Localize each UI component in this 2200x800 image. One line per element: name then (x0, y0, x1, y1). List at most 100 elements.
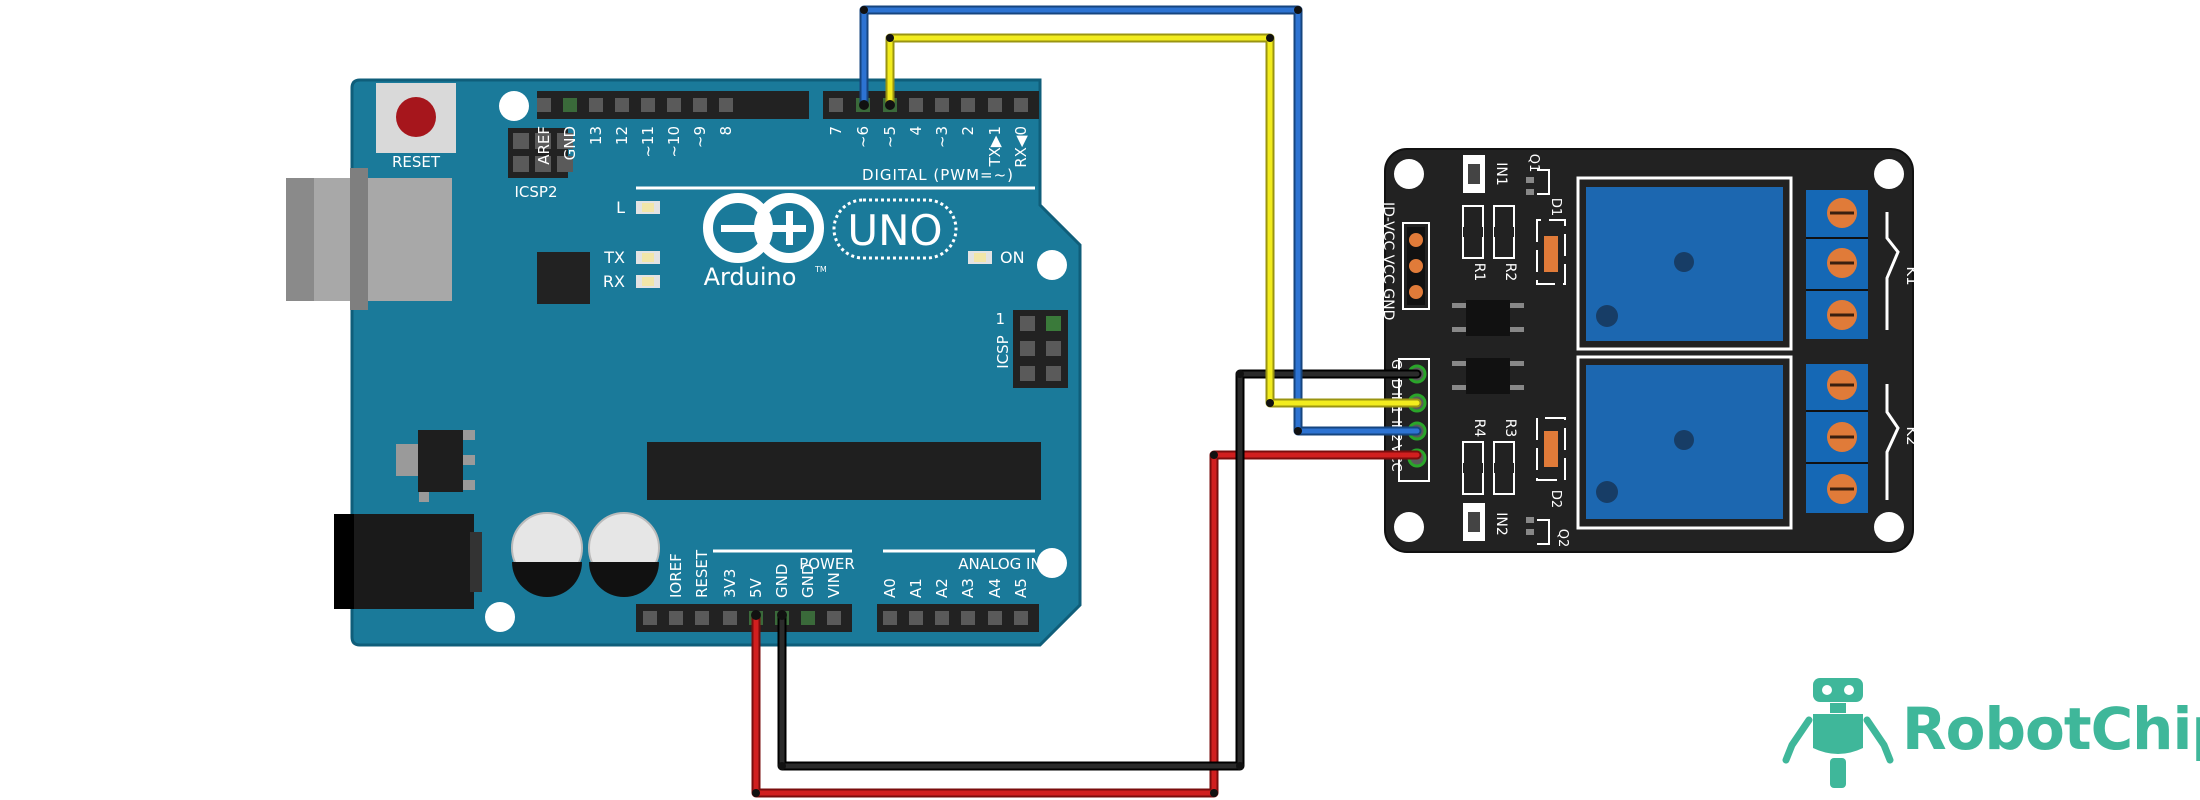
power-pin-gnd[interactable] (801, 611, 815, 625)
svg-text:IN2: IN2 (1493, 512, 1509, 536)
svg-text:D1: D1 (1548, 198, 1563, 216)
power-pin-label: 5V (747, 577, 765, 598)
svg-text:1: 1 (995, 310, 1005, 328)
digital-pin-label: TX▶1 (986, 126, 1004, 168)
analog-pin-label: A4 (986, 578, 1004, 598)
digital-pin-label: ~3 (933, 126, 951, 148)
voltage-regulator (418, 430, 463, 492)
digital-pin-2[interactable] (961, 98, 975, 112)
reset-button-cap[interactable] (396, 97, 436, 137)
jd-vcc-header (1402, 222, 1430, 310)
power-pin-label: IOREF (667, 553, 685, 598)
svg-text:Q2: Q2 (1555, 529, 1570, 548)
svg-text:R1: R1 (1471, 263, 1487, 282)
arduino-uno-board: RESET ICSP2 (286, 78, 1082, 647)
digital-pin-gnd[interactable] (563, 98, 577, 112)
svg-text:RX: RX (603, 272, 625, 291)
reset-label: RESET (392, 153, 441, 171)
svg-text:R3: R3 (1502, 419, 1518, 438)
digital-pin-label: RX◀0 (1012, 126, 1030, 168)
analog-pin-a1[interactable] (909, 611, 923, 625)
mounting-hole (1037, 548, 1067, 578)
analog-pin-a4[interactable] (988, 611, 1002, 625)
digital-pin-label: 12 (613, 126, 631, 145)
svg-text:ICSP: ICSP (994, 335, 1012, 368)
transistor-q2: Q2 (1526, 517, 1570, 547)
digital-pin-9[interactable] (693, 98, 707, 112)
screw-terminal-k1 (1806, 190, 1868, 339)
trademark: TM (814, 265, 827, 274)
k1-label: K1 (1903, 266, 1921, 285)
relay-k1 (1576, 176, 1793, 351)
uno-logo: UNO (832, 198, 958, 260)
digital-pin-label: 2 (959, 126, 977, 136)
optocoupler (1452, 300, 1524, 336)
digital-pin-8[interactable] (719, 98, 733, 112)
digital-pin-13[interactable] (589, 98, 603, 112)
arduino-brand: Arduino (704, 263, 797, 291)
capacitor (588, 512, 660, 597)
mounting-hole (499, 91, 529, 121)
power-pin-label: GND (773, 564, 791, 598)
analog-header (877, 604, 1039, 632)
screw-terminal-k2 (1806, 364, 1868, 513)
digital-pin-rx-0[interactable] (1014, 98, 1028, 112)
power-pin-label: RESET (693, 549, 711, 598)
icsp2-header: ICSP2 (508, 128, 573, 201)
atmega-microcontroller (647, 442, 1041, 500)
svg-text:L: L (616, 198, 625, 217)
analog-pin-label: A2 (933, 578, 951, 598)
digital-pin-label: AREF (535, 126, 553, 165)
svg-text:TX: TX (603, 248, 625, 267)
power-pin-nc[interactable] (643, 611, 657, 625)
power-header-label: POWER (799, 555, 855, 573)
analog-pin-a2[interactable] (935, 611, 949, 625)
analog-pin-a0[interactable] (883, 611, 897, 625)
power-pin-3v3[interactable] (723, 611, 737, 625)
power-pin-reset[interactable] (695, 611, 709, 625)
led-rx: RX (603, 272, 660, 291)
relay-k2 (1576, 355, 1793, 530)
analog-pin-label: A1 (907, 578, 925, 598)
power-pin-ioref[interactable] (669, 611, 683, 625)
svg-text:ON: ON (1000, 248, 1025, 267)
robotchip-logo-text: RobotChip (1902, 695, 2200, 763)
digital-pin-12[interactable] (615, 98, 629, 112)
mounting-hole (1037, 250, 1067, 280)
diode-d1: D1 (1536, 198, 1566, 285)
analog-pin-a3[interactable] (961, 611, 975, 625)
digital-pin-11[interactable] (641, 98, 655, 112)
digital-pin-label: 4 (907, 126, 925, 136)
digital-pin-label: 13 (587, 126, 605, 145)
digital-pin-label: ~10 (665, 126, 683, 158)
dc-power-jack (334, 514, 474, 609)
digital-pin-label: ~9 (691, 126, 709, 148)
power-pin-label: VIN (825, 572, 843, 598)
in2-led: IN2 (1463, 503, 1509, 541)
digital-pin-3[interactable] (935, 98, 949, 112)
digital-pin-tx-1[interactable] (988, 98, 1002, 112)
svg-text:Q1: Q1 (1526, 154, 1541, 173)
led-l: L (616, 198, 660, 217)
digital-pin-4[interactable] (909, 98, 923, 112)
analog-pin-label: A0 (881, 578, 899, 598)
analog-pin-a5[interactable] (1014, 611, 1028, 625)
diode-d2: D2 (1536, 417, 1566, 508)
power-pin-vin[interactable] (827, 611, 841, 625)
mounting-hole (485, 602, 515, 632)
relay-power-pin-labels: JD-VCC VCC GND (1380, 201, 1396, 320)
digital-pin-label: ~5 (881, 126, 899, 148)
digital-pin-label: ~6 (854, 126, 872, 148)
digital-pin-10[interactable] (667, 98, 681, 112)
wires (751, 5, 1422, 798)
transistor-q1: Q1 (1526, 154, 1550, 195)
mounting-hole (1874, 159, 1904, 189)
led-on: ON (968, 248, 1025, 267)
digital-pin-label: 7 (827, 126, 845, 136)
digital-pin-7[interactable] (829, 98, 843, 112)
arduino-logo: Arduino TM (703, 193, 827, 291)
digital-pin-aref[interactable] (537, 98, 551, 112)
icsp-header: 1 ICSP (994, 310, 1068, 388)
analog-header-label: ANALOG IN (958, 555, 1041, 573)
regulator-tab (396, 444, 418, 476)
